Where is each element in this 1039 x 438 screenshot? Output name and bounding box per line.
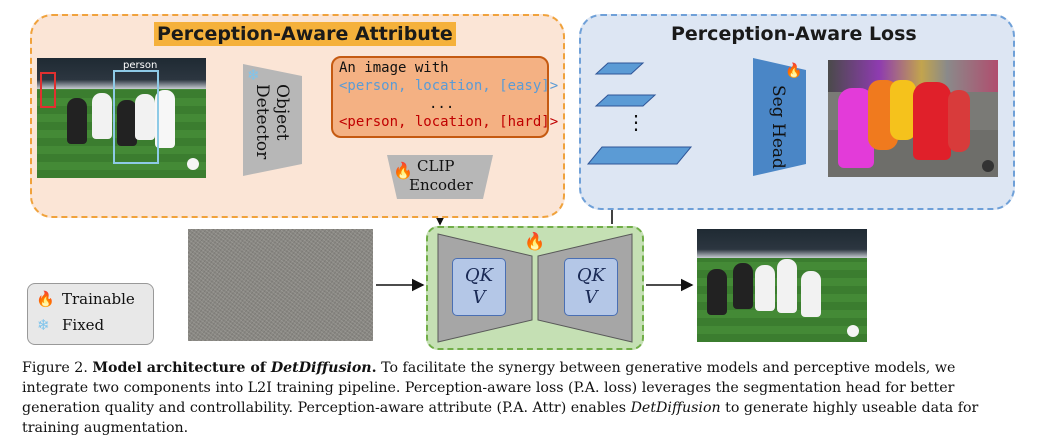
bounding-box-label: person	[123, 60, 158, 71]
legend-fixed-label: Fixed	[62, 316, 105, 334]
decoder-v-label: V	[584, 287, 598, 308]
legend-trainable-label: Trainable	[62, 290, 135, 308]
encoder-v-label: V	[472, 287, 486, 308]
unet-encoder-attention: QK V	[452, 258, 506, 316]
input-image: person	[37, 58, 206, 178]
segmentation-mask-image	[828, 60, 998, 177]
noise-input-image	[188, 229, 373, 341]
legend: 🔥 Trainable ❄ Fixed	[27, 283, 154, 345]
clip-encoder-label-line1: CLIP	[417, 157, 455, 175]
seg-head-label: Seg Head	[768, 85, 788, 169]
encoder-qk-label: QK	[464, 265, 494, 286]
object-detector-label-line2: Detector	[252, 84, 272, 160]
caption-italic-name: DetDiffusion	[630, 400, 721, 416]
flame-icon: 🔥	[785, 63, 803, 79]
figure-caption: Figure 2. Model architecture of DetDiffu…	[22, 358, 1022, 438]
prompt-ellipsis: ...	[429, 96, 455, 112]
snowflake-icon: ❄	[247, 66, 260, 84]
clip-encoder-block: 🔥 CLIP Encoder	[387, 155, 493, 199]
caption-bold-title: Model architecture of DetDiffusion.	[92, 360, 377, 376]
object-detector-label-line1: Object	[272, 84, 292, 141]
attribute-section-title: Perception-Aware Attribute	[154, 22, 456, 46]
caption-text-1: To facilitate the synergy between genera…	[22, 360, 956, 416]
snowflake-icon: ❄	[37, 316, 50, 334]
person-bounding-box	[113, 70, 159, 164]
feature-stack-dots: ⋮	[626, 110, 646, 134]
loss-section-title: Perception-Aware Loss	[671, 23, 917, 45]
prompt-line-easy: <person, location, [easy]>	[339, 78, 559, 94]
unet-block: 🔥 QK V QK V	[426, 226, 644, 350]
object-detector-block: ❄ Object Detector	[243, 64, 302, 176]
seg-head-block: 🔥 Seg Head	[753, 58, 806, 176]
prompt-box: An image with <person, location, [easy]>…	[331, 56, 558, 138]
flame-icon: 🔥	[36, 290, 55, 308]
prompt-line-hard: <person, location, [hard]>	[339, 114, 559, 130]
flame-icon: 🔥	[393, 161, 413, 180]
generated-output-image	[697, 229, 867, 342]
red-bounding-box	[40, 72, 56, 108]
unet-decoder-attention: QK V	[564, 258, 618, 316]
prompt-line-1: An image with	[339, 60, 449, 76]
flame-icon: 🔥	[524, 232, 546, 252]
caption-figure-number: Figure 2.	[22, 360, 88, 376]
decoder-qk-label: QK	[576, 265, 606, 286]
feature-stack	[586, 62, 693, 165]
clip-encoder-label-line2: Encoder	[409, 176, 473, 194]
